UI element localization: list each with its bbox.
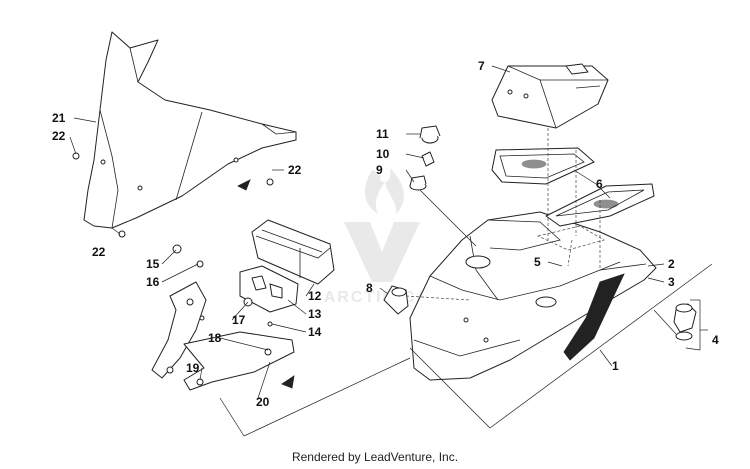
callout-3: 3 <box>668 275 675 289</box>
callout-9: 9 <box>376 163 383 177</box>
callout-7: 7 <box>478 59 485 73</box>
callout-16: 16 <box>146 275 160 289</box>
callout-22b: 22 <box>288 163 302 177</box>
instrument-gauge <box>251 219 335 285</box>
callout-14: 14 <box>308 325 322 339</box>
key-switch <box>673 303 697 341</box>
callout-20: 20 <box>256 395 270 409</box>
callout-10: 10 <box>376 147 390 161</box>
callout-12: 12 <box>308 289 322 303</box>
switch-parts <box>409 125 441 191</box>
footer-credit: Rendered by LeadVenture, Inc. <box>291 450 459 464</box>
callout-19: 19 <box>186 361 200 375</box>
callout-22a: 22 <box>52 129 66 143</box>
callout-6: 6 <box>596 177 603 191</box>
callout-13: 13 <box>308 307 322 321</box>
leader-lines <box>69 65 713 437</box>
callout-22c: 22 <box>92 245 106 259</box>
front-hood <box>409 211 657 381</box>
callout-labels: 1 2 3 4 5 6 7 8 9 10 11 12 13 14 15 16 1… <box>52 59 719 409</box>
callout-17: 17 <box>232 313 246 327</box>
callout-2: 2 <box>668 257 675 271</box>
windshield <box>72 31 297 238</box>
callout-11: 11 <box>376 127 389 141</box>
callout-15: 15 <box>146 257 160 271</box>
callout-4: 4 <box>712 333 719 347</box>
callout-21: 21 <box>52 111 66 125</box>
gauge-bracket <box>239 265 299 327</box>
watermark-text: ARCTIC CAT <box>324 289 441 306</box>
light-lens <box>491 147 655 227</box>
watermark: ARCTIC CAT <box>324 168 441 306</box>
callout-8: 8 <box>366 281 373 295</box>
callout-1: 1 <box>612 359 619 373</box>
storage-box <box>491 63 609 129</box>
mount-bracket <box>151 244 295 391</box>
connector <box>383 285 409 315</box>
callout-18: 18 <box>208 331 222 345</box>
callout-5: 5 <box>534 255 541 269</box>
